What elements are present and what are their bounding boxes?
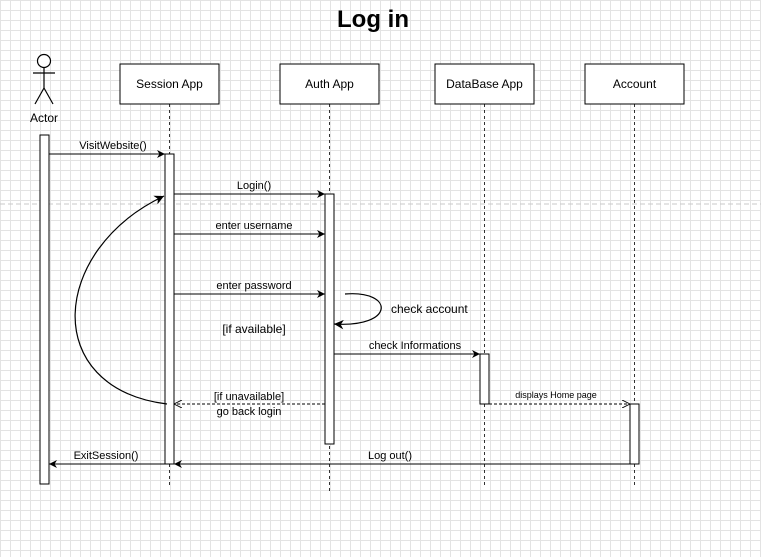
message-retry-loop[interactable] (74, 195, 168, 405)
message-go-back-login[interactable]: [if unavailable] go back login (174, 391, 325, 418)
message-label: go back login (217, 406, 282, 418)
message-label: VisitWebsite() (79, 140, 146, 152)
message-enter-password[interactable]: enter password (174, 280, 325, 298)
message-visit-website[interactable]: VisitWebsite() (49, 140, 165, 158)
message-enter-username[interactable]: enter username (174, 220, 325, 238)
guard-if-available: [if available] (222, 322, 285, 336)
message-check-informations[interactable]: check Informations (334, 340, 480, 358)
message-exit-session[interactable]: ExitSession() (49, 450, 165, 468)
message-log-out[interactable]: Log out() (174, 450, 630, 468)
participant-label: Session App (136, 77, 203, 91)
participant-label: DataBase App (446, 77, 523, 91)
activation-account[interactable] (629, 403, 640, 465)
message-label: check Informations (369, 340, 462, 352)
message-login[interactable]: Login() (174, 180, 325, 198)
message-label: displays Home page (515, 390, 597, 400)
activation-auth-app[interactable] (324, 193, 335, 445)
message-label: enter username (215, 220, 292, 232)
participant-label: Account (613, 77, 657, 91)
message-check-account[interactable]: check account (333, 293, 468, 330)
participant-session-app[interactable]: Session App (119, 63, 220, 105)
message-label: check account (391, 302, 468, 316)
participant-auth-app[interactable]: Auth App (279, 63, 380, 105)
activation-database-app[interactable] (479, 353, 490, 405)
message-label: ExitSession() (74, 450, 139, 462)
guard-if-unavailable: [if unavailable] (214, 391, 284, 403)
message-label: Login() (237, 180, 271, 192)
participant-database-app[interactable]: DataBase App (434, 63, 535, 105)
actor-label: Actor (30, 111, 58, 125)
participant-account[interactable]: Account (584, 63, 685, 105)
message-label: enter password (216, 280, 291, 292)
actor-figure[interactable] (33, 53, 55, 105)
activation-session-app[interactable] (164, 153, 175, 465)
participant-label: Auth App (305, 77, 354, 91)
diagram-title: Log in (337, 6, 409, 33)
message-displays-home-page[interactable]: displays Home page (489, 390, 630, 404)
activation-actor[interactable] (39, 134, 50, 485)
message-label: Log out() (368, 450, 412, 462)
